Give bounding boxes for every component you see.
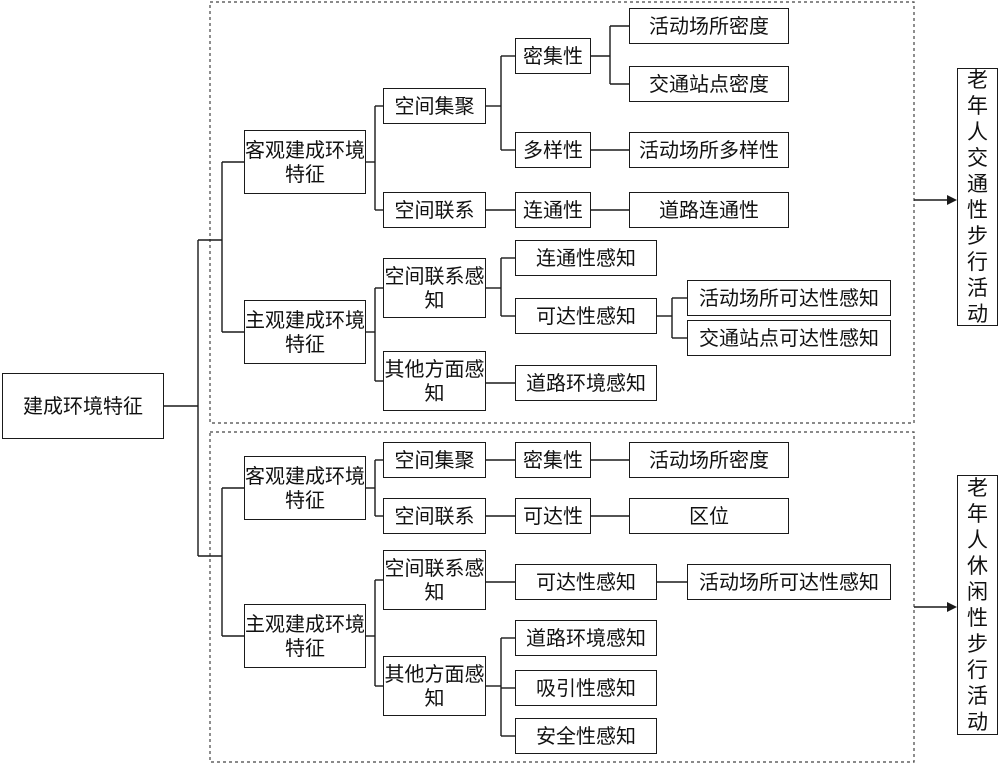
node-label: 活动场所多样性 (639, 138, 779, 162)
outcome-label: 老年人休闲性步行活动 (967, 476, 988, 734)
root-label: 建成环境特征 (23, 394, 143, 418)
node-label: 主观建成环境特征 (245, 612, 365, 660)
node-label: 空间集聚 (394, 448, 475, 472)
attribute-node: 密集性 (515, 442, 591, 478)
outcome-label: 老年人交通性步行活动 (967, 68, 988, 326)
subjective-node: 主观建成环境特征 (244, 604, 366, 668)
attribute-node: 吸引性感知 (515, 670, 657, 706)
attribute-node: 可达性感知 (515, 564, 657, 600)
node-label: 连通性 (523, 198, 583, 222)
category-node: 空间联系 (383, 192, 486, 228)
node-label: 交通站点密度 (649, 72, 769, 96)
measure-node: 活动场所可达性感知 (687, 564, 891, 600)
node-label: 空间集聚 (394, 94, 475, 118)
node-label: 道路连通性 (659, 198, 759, 222)
measure-node: 道路连通性 (629, 192, 789, 228)
measure-node: 活动场所密度 (629, 8, 789, 44)
node-label: 空间联系 (394, 504, 475, 528)
category-node: 其他方面感知 (383, 351, 486, 411)
node-label: 空间联系感知 (384, 264, 485, 312)
objective-node: 客观建成环境特征 (244, 130, 366, 194)
node-label: 主观建成环境特征 (245, 308, 365, 356)
measure-node: 活动场所密度 (629, 442, 789, 478)
attribute-node: 连通性感知 (515, 240, 657, 276)
node-label: 其他方面感知 (384, 357, 485, 405)
measure-node: 交通站点可达性感知 (687, 320, 891, 356)
measure-node: 活动场所可达性感知 (687, 280, 891, 316)
outcome-node: 老年人休闲性步行活动 (957, 475, 998, 735)
attribute-node: 连通性 (515, 192, 591, 228)
node-label: 交通站点可达性感知 (699, 326, 879, 350)
objective-node: 客观建成环境特征 (244, 456, 366, 520)
group-frame-leisure (209, 431, 915, 763)
root-node: 建成环境特征 (2, 373, 164, 439)
category-node: 空间集聚 (383, 442, 486, 478)
node-label: 连通性感知 (536, 246, 636, 270)
node-label: 活动场所可达性感知 (699, 570, 879, 594)
node-label: 活动场所密度 (649, 448, 769, 472)
node-label: 活动场所可达性感知 (699, 286, 879, 310)
node-label: 密集性 (523, 448, 583, 472)
node-label: 可达性感知 (536, 570, 636, 594)
node-label: 吸引性感知 (536, 676, 636, 700)
measure-node: 活动场所多样性 (629, 132, 789, 168)
subjective-node: 主观建成环境特征 (244, 300, 366, 364)
arrow-head-leisure (947, 602, 957, 612)
attribute-node: 道路环境感知 (515, 620, 657, 656)
group-frame-transport (209, 1, 915, 424)
attribute-node: 道路环境感知 (515, 365, 657, 401)
node-label: 其他方面感知 (384, 662, 485, 710)
measure-node: 区位 (629, 498, 789, 534)
node-label: 安全性感知 (536, 724, 636, 748)
arrow-head-transport (947, 195, 957, 205)
attribute-node: 可达性感知 (515, 298, 657, 334)
attribute-node: 多样性 (515, 132, 591, 168)
node-label: 空间联系 (394, 198, 475, 222)
node-label: 空间联系感知 (384, 556, 485, 604)
node-label: 可达性感知 (536, 304, 636, 328)
node-label: 道路环境感知 (526, 626, 646, 650)
node-label: 道路环境感知 (526, 371, 646, 395)
node-label: 客观建成环境特征 (245, 464, 365, 512)
attribute-node: 安全性感知 (515, 718, 657, 754)
node-label: 客观建成环境特征 (245, 138, 365, 186)
category-node: 空间联系感知 (383, 258, 486, 318)
category-node: 空间联系 (383, 498, 486, 534)
category-node: 其他方面感知 (383, 656, 486, 716)
node-label: 区位 (689, 504, 729, 528)
category-node: 空间集聚 (383, 88, 486, 124)
attribute-node: 密集性 (515, 38, 591, 74)
measure-node: 交通站点密度 (629, 66, 789, 102)
node-label: 多样性 (523, 138, 583, 162)
category-node: 空间联系感知 (383, 550, 486, 610)
node-label: 密集性 (523, 44, 583, 68)
outcome-node: 老年人交通性步行活动 (957, 68, 998, 326)
node-label: 活动场所密度 (649, 14, 769, 38)
attribute-node: 可达性 (515, 498, 591, 534)
node-label: 可达性 (523, 504, 583, 528)
